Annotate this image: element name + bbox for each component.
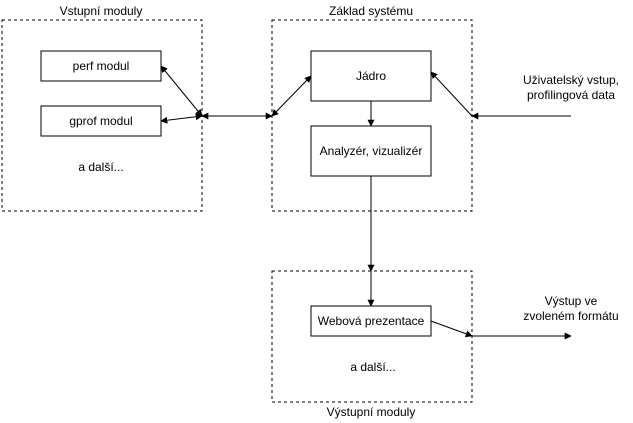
gprof-module-box — [40, 105, 162, 137]
input-modules-title: Vstupní moduly — [60, 4, 143, 18]
perf-module-label: perf modul — [73, 59, 130, 73]
gprof-module-label: gprof modul — [69, 114, 132, 128]
edge-web-output-group — [430, 320, 473, 338]
core-system-title: Základ systému — [329, 4, 413, 18]
web-presentation-box — [310, 305, 432, 337]
perf-module-box — [40, 50, 162, 82]
edge-perf-hub — [160, 65, 203, 117]
external-input-line2: profilingová data — [527, 88, 615, 102]
analyzer-box — [310, 125, 432, 177]
external-output-line2: zvoleném formátu — [523, 309, 618, 323]
core-system-group — [271, 19, 473, 212]
external-output-line1: Výstup ve — [545, 294, 598, 308]
web-presentation-label: Webová prezentace — [318, 314, 425, 328]
output-more-label: a další... — [350, 360, 395, 374]
analyzer-label: Analyzér, vizualizér — [320, 144, 423, 158]
input-more-label: a další... — [78, 160, 123, 174]
edge-gprof-hub — [160, 113, 203, 124]
edge-core-group-core — [271, 75, 312, 117]
edge-input-core — [430, 71, 473, 117]
output-modules-title: Výstupní moduly — [327, 405, 416, 419]
external-input-line1: Uživatelský vstup, — [523, 73, 619, 87]
core-label: Jádro — [356, 69, 386, 83]
